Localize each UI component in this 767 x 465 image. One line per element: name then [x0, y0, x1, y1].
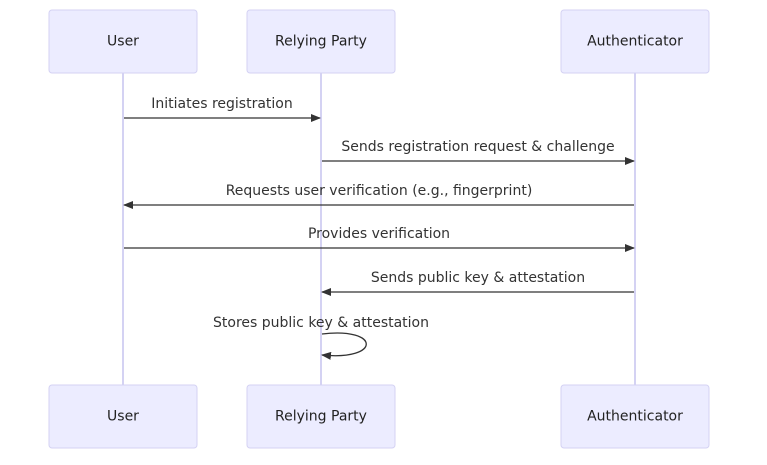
actor-label: Relying Party	[275, 409, 367, 425]
message-4: Provides verification	[124, 226, 635, 252]
actor-box	[48, 9, 198, 74]
message-label: Stores public key & attestation	[213, 315, 429, 331]
actor-box	[560, 384, 710, 449]
message-5: Sends public key & attestation	[321, 270, 634, 296]
actor-top-rp: Relying Party	[246, 9, 396, 74]
message-label: Requests user verification (e.g., finger…	[226, 183, 533, 199]
message-label: Sends registration request & challenge	[341, 139, 614, 155]
actor-top-user: User	[48, 9, 198, 74]
actor-label: Authenticator	[587, 34, 683, 50]
actor-label: User	[107, 34, 139, 50]
message-label: Initiates registration	[151, 96, 292, 112]
actor-box	[246, 9, 396, 74]
actor-bottom-rp: Relying Party	[246, 384, 396, 449]
actor-label: User	[107, 409, 139, 425]
message-label: Provides verification	[308, 226, 450, 242]
message-arrow	[321, 332, 367, 360]
actor-box	[560, 9, 710, 74]
actor-label: Authenticator	[587, 409, 683, 425]
actor-label: Relying Party	[275, 34, 367, 50]
message-2: Sends registration request & challenge	[322, 139, 635, 165]
message-label: Sends public key & attestation	[371, 270, 585, 286]
message-3: Requests user verification (e.g., finger…	[123, 183, 634, 209]
actor-top-auth: Authenticator	[560, 9, 710, 74]
message-1: Initiates registration	[124, 96, 321, 122]
actor-bottom-user: User	[48, 384, 198, 449]
actor-box	[246, 384, 396, 449]
actor-box	[48, 384, 198, 449]
actor-bottom-auth: Authenticator	[560, 384, 710, 449]
message-6: Stores public key & attestation	[213, 315, 429, 360]
